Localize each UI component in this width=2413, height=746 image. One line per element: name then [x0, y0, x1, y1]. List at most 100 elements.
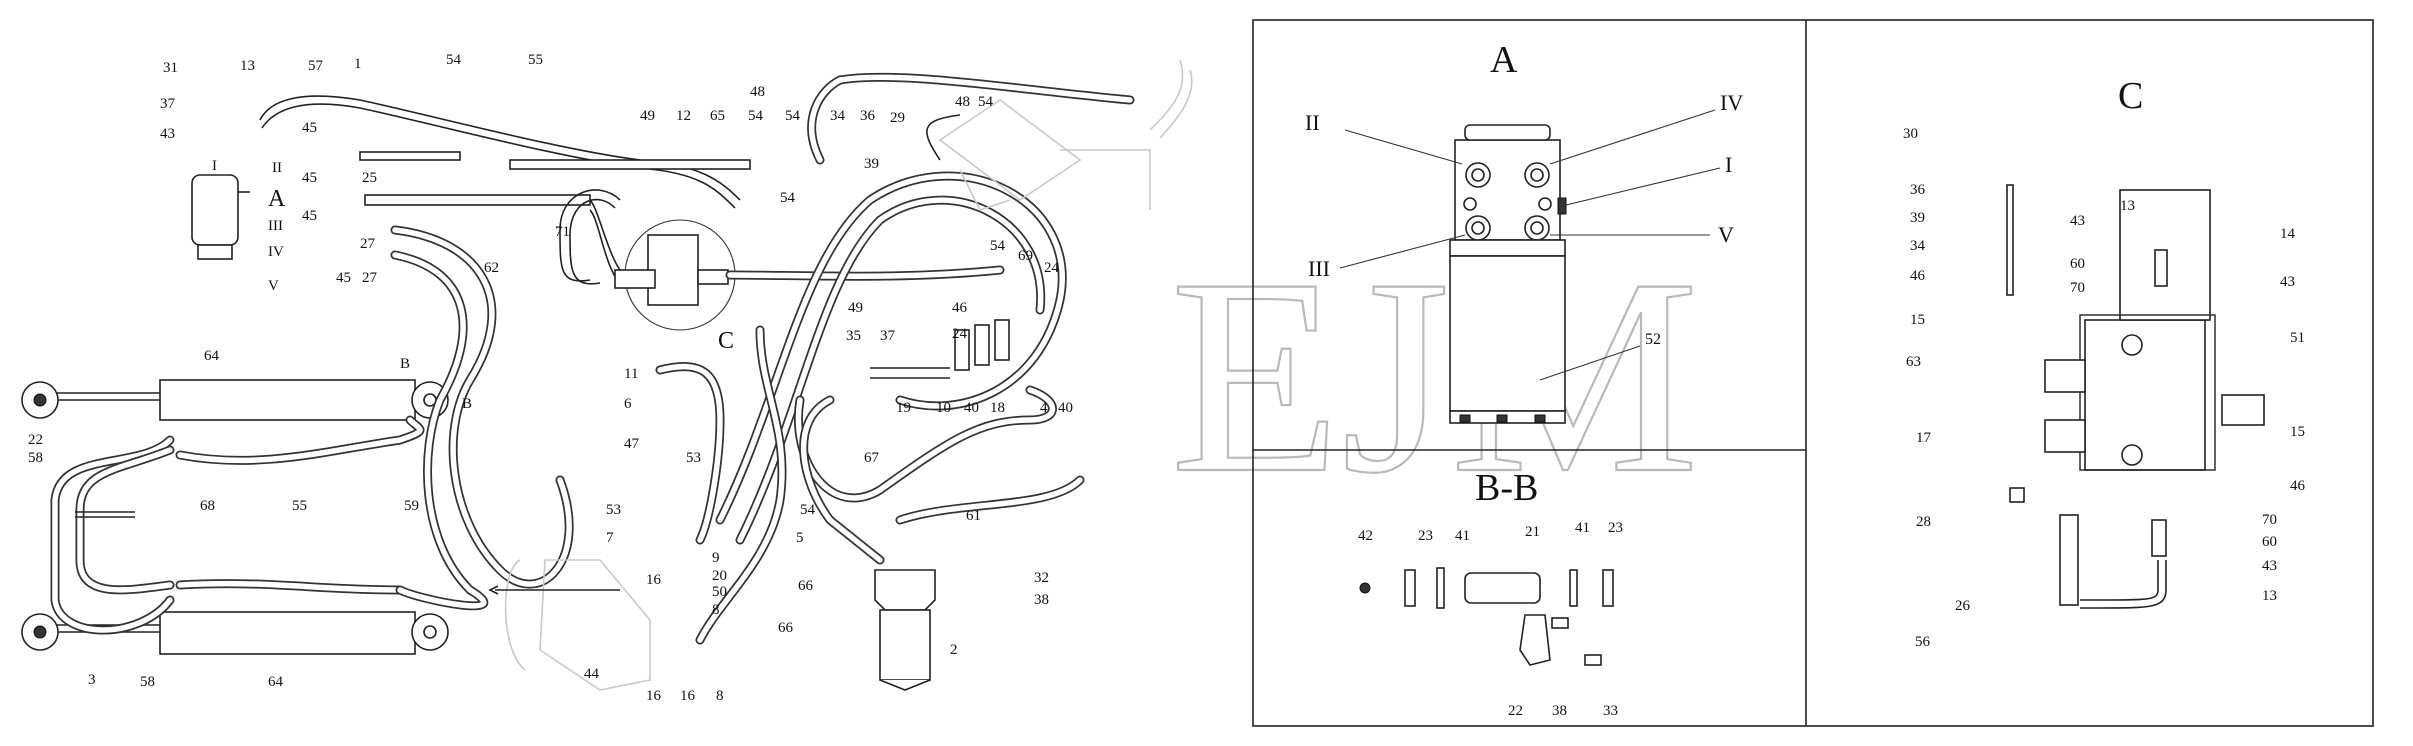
callout: 17 [1916, 430, 1932, 446]
callout: 20 [712, 568, 727, 584]
ghost-parts [488, 59, 1193, 691]
callout: 43 [2070, 213, 2085, 229]
callout: 54 [978, 94, 994, 110]
callout: 45 [302, 208, 317, 224]
steering-valve-main [191, 174, 250, 260]
callout: IV [268, 244, 284, 260]
callout: 43 [2262, 558, 2277, 574]
callout: 70 [2070, 280, 2085, 296]
callout: 24 [1044, 260, 1060, 276]
callout: 29 [890, 110, 905, 126]
callout: 60 [2070, 256, 2085, 272]
callout: 52 [1645, 331, 1661, 348]
callout: 16 [646, 572, 662, 588]
callout: 70 [2262, 512, 2277, 528]
section-c: C 30 36 39 34 46 15 63 17 28 26 56 13 43 [1903, 75, 2306, 650]
callout: 3 [88, 672, 96, 688]
callout: 47 [624, 436, 640, 452]
callout: 16 [646, 688, 662, 704]
section-marker-A: A [268, 186, 286, 212]
cylinder-lower [21, 611, 449, 655]
callout: 39 [1910, 210, 1925, 226]
callout: 46 [952, 300, 968, 316]
callout: 6 [624, 396, 632, 412]
callout: 36 [1910, 182, 1926, 198]
watermark-text: EJM [1170, 220, 1699, 531]
callout: II [272, 160, 282, 176]
callout: 54 [800, 502, 816, 518]
callout: 48 [750, 84, 765, 100]
callout: 28 [1916, 514, 1931, 530]
callout: 19 [896, 400, 911, 416]
callout: 13 [2262, 588, 2277, 604]
callout: 22 [28, 432, 43, 448]
callout: 69 [1018, 248, 1033, 264]
callout: 23 [1608, 520, 1623, 536]
callout: B [462, 396, 472, 412]
callout: 37 [880, 328, 896, 344]
callout: 64 [204, 348, 220, 364]
callout: 12 [676, 108, 691, 124]
callout: 65 [710, 108, 725, 124]
callout: 8 [716, 688, 724, 704]
section-c-title: C [2118, 75, 2143, 117]
hoses-left [50, 225, 574, 635]
callout: 37 [160, 96, 176, 112]
callout: 55 [292, 498, 307, 514]
distributor-block [559, 189, 1005, 331]
port-label: III [1308, 256, 1330, 281]
section-bb-title: B-B [1475, 467, 1538, 509]
callout: 14 [2280, 226, 2296, 242]
callout: 16 [680, 688, 696, 704]
callout: 64 [268, 674, 284, 690]
callout: 43 [2280, 274, 2295, 290]
section-bb: B-B 42 23 41 21 41 23 22 38 33 [1358, 467, 1623, 719]
callout: 4 [1040, 400, 1048, 416]
callout: 66 [798, 578, 814, 594]
callout: 15 [2290, 424, 2305, 440]
callout: 62 [484, 260, 499, 276]
callout: 7 [606, 530, 614, 546]
section-a-title: A [1490, 39, 1518, 81]
callout: 38 [1552, 703, 1567, 719]
callout: 58 [28, 450, 43, 466]
callout: 33 [1603, 703, 1618, 719]
callout: 54 [748, 108, 764, 124]
callout: 45 [302, 170, 317, 186]
callout: 24 [952, 326, 968, 342]
port-label: II [1305, 110, 1320, 135]
callout: 68 [200, 498, 215, 514]
callout: 54 [785, 108, 801, 124]
fittings-cluster [870, 319, 1010, 379]
callout: 49 [848, 300, 863, 316]
watermark: EJM [1169, 219, 1700, 532]
section-panels [1252, 19, 2374, 727]
filter-unit [799, 395, 936, 691]
callout: 39 [864, 156, 879, 172]
port-label: I [1725, 152, 1732, 177]
callout: 54 [446, 52, 462, 68]
callout: 11 [624, 366, 638, 382]
callout: 13 [2120, 198, 2135, 214]
callout: 34 [1910, 238, 1926, 254]
callout: 35 [846, 328, 861, 344]
callout: 8 [712, 602, 720, 618]
callout: 2 [950, 642, 958, 658]
callout: 9 [712, 550, 720, 566]
callout: 15 [1910, 312, 1925, 328]
callout: 63 [1906, 354, 1921, 370]
callout: 18 [990, 400, 1005, 416]
callout: 21 [1525, 524, 1540, 540]
hose-loops-middle [655, 72, 1135, 645]
callout: 25 [362, 170, 377, 186]
callout: I [212, 158, 217, 174]
callout: 38 [1034, 592, 1049, 608]
callout: 27 [362, 270, 378, 286]
callout: 27 [360, 236, 376, 252]
callout: 53 [606, 502, 621, 518]
section-marker-C: C [718, 328, 734, 354]
callout: V [268, 278, 279, 294]
callout: 44 [584, 666, 600, 682]
